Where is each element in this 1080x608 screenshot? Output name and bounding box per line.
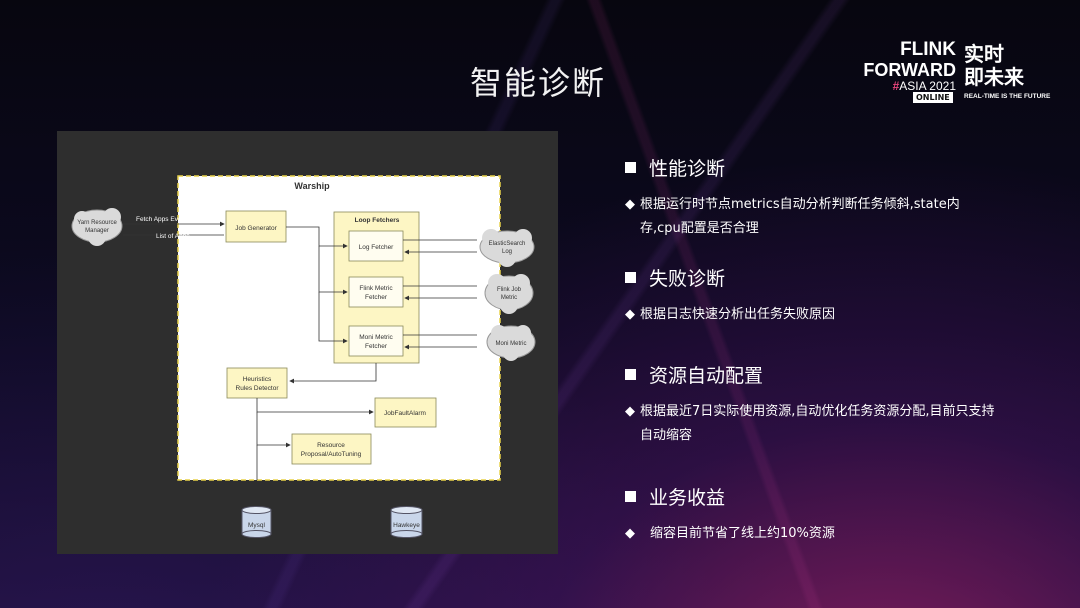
logo-line-asia: #ASIA 2021: [856, 80, 956, 93]
bullet-text: 根据最近7日实际使用资源,自动优化任务资源分配,目前只支持: [640, 404, 995, 419]
moni-metric-cloud-label: Moni Metric: [495, 341, 526, 347]
bullet-text: 缩容目前节省了线上约10%资源: [650, 526, 835, 541]
heuristics-box: [226, 367, 288, 399]
bullet-line: ◆ 根据日志快速分析出任务失败原因: [625, 303, 835, 327]
job-generator-label: Job Generator: [235, 225, 277, 232]
square-bullet-icon: [625, 162, 636, 173]
section-heading-text: 性能诊断: [649, 158, 726, 180]
moni-metric-label-2: Fetcher: [365, 343, 388, 350]
loop-fetchers-label: Loop Fetchers: [355, 217, 400, 224]
fjm-label-1: Flink Job: [497, 287, 522, 293]
job-fault-alarm-box: [374, 397, 437, 428]
logo-line-forward: FORWARD: [863, 60, 956, 80]
resource-label-1: Resource: [317, 442, 345, 449]
flink-metric-label-1: Flink Metric: [359, 285, 393, 292]
diamond-bullet-icon: ◆: [625, 526, 635, 541]
fjm-label-2: Metric: [501, 295, 517, 301]
logo-cn-future: 即未来: [964, 65, 1024, 89]
es-label-2: Log: [502, 249, 512, 255]
section-bullet: ◆ 根据日志快速分析出任务失败原因: [625, 303, 835, 327]
section-bullet: ◆ 根据最近7日实际使用资源,自动优化任务资源分配,目前只支持 自动缩容: [625, 400, 995, 448]
logo-hash: #: [892, 79, 900, 93]
yarn-label-1: Yarn Resource: [77, 220, 117, 226]
logo-line-flink: FLINK: [900, 39, 956, 60]
yarn-cloud: Yarn Resource Manager: [71, 208, 123, 246]
section-heading-text: 业务收益: [649, 487, 726, 509]
square-bullet-icon: [625, 369, 636, 380]
square-bullet-icon: [625, 491, 636, 502]
diagram-svg: Warship Yarn Resource Manager Fetch Apps…: [71, 175, 536, 538]
section-heading: 失败诊断: [625, 264, 835, 291]
moni-metric-cloud: Moni Metric: [486, 325, 536, 361]
architecture-diagram: Warship Yarn Resource Manager Fetch Apps…: [57, 131, 558, 554]
flink-metric-label-2: Fetcher: [365, 294, 388, 301]
resource-label-2: Proposal/AutoTuning: [301, 451, 362, 458]
fetch-apps-label: Fetch Apps Every minute: [136, 216, 209, 223]
list-of-apps-label: List of Apps: [156, 233, 190, 240]
hawkeye-label: Hawkeye: [393, 522, 420, 529]
diamond-bullet-icon: ◆: [625, 197, 635, 212]
square-bullet-icon: [625, 272, 636, 283]
fetchers-to-heuristics-arrow: [289, 363, 377, 384]
bullet-text: 根据日志快速分析出任务失败原因: [640, 307, 836, 322]
flink-job-metric-cloud: Flink Job Metric: [484, 274, 534, 314]
heuristics-label-1: Heuristics: [243, 376, 272, 383]
log-fetcher-label: Log Fetcher: [359, 244, 395, 251]
yarn-label-2: Manager: [85, 228, 109, 234]
elasticsearch-cloud: ElasticSearch Log: [479, 229, 535, 267]
warship-title: Warship: [294, 181, 330, 191]
section-bullet: ◆ 根据运行时节点metrics自动分析判断任务倾斜,state内 存,cpu配置…: [625, 193, 960, 241]
flink-forward-logo: FLINK FORWARD #ASIA 2021 ONLINE 实时 即未来 R…: [856, 40, 1056, 110]
bullet-line-continued: 自动缩容: [640, 428, 693, 443]
diamond-bullet-icon: ◆: [625, 307, 635, 322]
logo-cn-realtime: 实时: [964, 42, 1004, 66]
jg-to-log-arrow: [286, 226, 348, 249]
diamond-bullet-icon: ◆: [625, 404, 635, 419]
section-heading: 性能诊断: [625, 154, 960, 181]
mysql-label: Mysql: [248, 522, 266, 529]
logo-tagline: REAL-TIME IS THE FUTURE: [964, 93, 1051, 100]
moni-metric-fetcher-box: [348, 325, 404, 357]
bullet-line: ◆ 根据运行时节点metrics自动分析判断任务倾斜,state内: [625, 193, 960, 217]
section-heading: 资源自动配置: [625, 361, 995, 388]
section-heading-text: 资源自动配置: [649, 365, 764, 387]
section-business-benefit: 业务收益 ◆ 缩容目前节省了线上约10%资源: [625, 483, 835, 546]
logo-online-badge: ONLINE: [913, 92, 953, 103]
section-bullet: ◆ 缩容目前节省了线上约10%资源: [625, 522, 835, 546]
section-performance-diagnosis: 性能诊断 ◆ 根据运行时节点metrics自动分析判断任务倾斜,state内 存,…: [625, 154, 960, 241]
hawkeye-database: Hawkeye: [390, 506, 423, 538]
bullet-line: ◆ 缩容目前节省了线上约10%资源: [625, 522, 835, 546]
slide-title: 智能诊断: [470, 64, 607, 102]
resource-proposal-box: [291, 433, 372, 465]
log-fetcher-box: [348, 230, 404, 262]
logo-asia-text: ASIA 2021: [899, 79, 956, 93]
bullet-text: 根据运行时节点metrics自动分析判断任务倾斜,state内: [640, 197, 960, 212]
section-heading: 业务收益: [625, 483, 835, 510]
section-failure-diagnosis: 失败诊断 ◆ 根据日志快速分析出任务失败原因: [625, 264, 835, 327]
flink-metric-fetcher-box: [348, 276, 404, 308]
moni-metric-label-1: Moni Metric: [359, 334, 393, 341]
bullet-line-continued: 存,cpu配置是否合理: [640, 221, 759, 236]
section-heading-text: 失败诊断: [649, 268, 726, 290]
es-label-1: ElasticSearch: [489, 241, 526, 247]
section-resource-auto-config: 资源自动配置 ◆ 根据最近7日实际使用资源,自动优化任务资源分配,目前只支持 自动…: [625, 361, 995, 448]
job-fault-alarm-label: JobFaultAlarm: [384, 410, 426, 417]
heuristics-label-2: Rules Detector: [236, 385, 280, 392]
mysql-database: Mysql: [241, 506, 272, 538]
bullet-line: ◆ 根据最近7日实际使用资源,自动优化任务资源分配,目前只支持: [625, 400, 995, 424]
job-generator-box: [225, 210, 287, 243]
jg-to-moni-arrow: [318, 292, 348, 344]
